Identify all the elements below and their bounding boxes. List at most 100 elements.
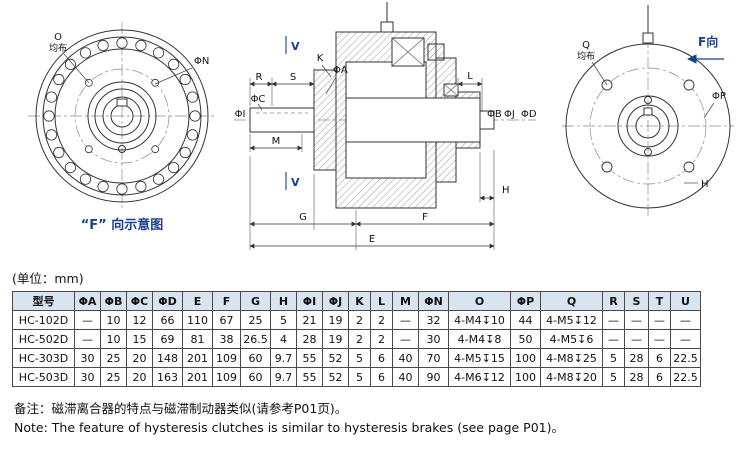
spec-cell: 9.7	[270, 348, 297, 368]
column-header: U	[670, 291, 701, 311]
spec-cell: 2	[348, 329, 371, 349]
spec-cell: 4-M4↧8	[448, 329, 511, 349]
spec-cell: 19	[322, 329, 349, 349]
keyway	[116, 98, 128, 107]
spec-cell: —	[74, 329, 101, 349]
front-flange-section	[313, 69, 337, 171]
label-f: F	[422, 212, 428, 223]
note-cn: 备注：磁滞离合器的特点与磁滞制动器类似(请参考P01页)。	[14, 401, 348, 416]
spec-cell: 52	[322, 348, 349, 368]
spec-cell: 90	[418, 367, 449, 387]
column-header: H	[270, 291, 297, 311]
lead-wire-terminal	[380, 21, 394, 33]
label-phi-b: ΦB	[487, 109, 502, 120]
column-header: ΦI	[296, 291, 323, 311]
leader-phi-n	[154, 67, 193, 85]
spec-cell: 5	[602, 367, 625, 387]
column-header: ΦP	[510, 291, 541, 311]
spec-cell: —	[648, 310, 671, 330]
spec-cell: 60	[240, 367, 271, 387]
column-header: R	[602, 291, 625, 311]
column-header: ΦD	[152, 291, 183, 311]
spec-cell: —	[74, 310, 101, 330]
spec-cell: 20	[126, 367, 153, 387]
spec-cell: 30	[418, 329, 449, 349]
label-k: K	[317, 53, 324, 64]
label-phi-i: ΦI	[235, 109, 246, 120]
spec-cell: 66	[152, 310, 183, 330]
label-s: S	[290, 72, 296, 83]
spec-cell: 12	[126, 310, 153, 330]
spec-cell: 32	[418, 310, 449, 330]
column-header: M	[392, 291, 419, 311]
spec-cell: 109	[212, 367, 241, 387]
spec-cell: 25	[240, 310, 271, 330]
spec-cell: 44	[510, 310, 541, 330]
label-g: G	[299, 212, 307, 223]
model-cell: HC-102D	[12, 310, 75, 330]
leader-q	[591, 61, 608, 86]
label-l: L	[467, 71, 473, 82]
spec-cell: 100	[510, 348, 541, 368]
spec-cell: —	[670, 310, 701, 330]
spec-cell: 22.5	[670, 367, 701, 387]
spec-cell: 15	[126, 329, 153, 349]
column-header: L	[370, 291, 393, 311]
spec-cell: 109	[212, 348, 241, 368]
spec-cell: 5	[348, 348, 371, 368]
spec-cell: 110	[182, 310, 213, 330]
spec-cell: —	[392, 310, 419, 330]
spec-cell: 28	[624, 367, 649, 387]
spec-cell: 100	[510, 367, 541, 387]
side-view: Q 均布 F向 ΦP H	[562, 5, 734, 216]
spec-cell: 4-M4↧10	[448, 310, 511, 330]
spec-cell: 25	[100, 348, 127, 368]
small-hole-top	[644, 96, 652, 104]
spec-cell: 6	[370, 348, 393, 368]
unit-label: (单位：mm)	[12, 271, 84, 286]
label-h: H	[701, 179, 709, 190]
label-r: R	[256, 72, 263, 83]
technical-drawing: O 均布 ΦN “F” 向示意图 V	[28, 2, 734, 250]
rotor	[345, 97, 481, 143]
column-header: ΦA	[74, 291, 101, 311]
spec-cell: 10	[100, 329, 127, 349]
spec-cell: 163	[152, 367, 183, 387]
label-q: Q	[582, 40, 590, 51]
spec-cell: 55	[296, 348, 323, 368]
spec-cell: 19	[322, 310, 349, 330]
spec-cell: 6	[648, 367, 671, 387]
spec-cell: —	[624, 310, 649, 330]
label-e: E	[369, 234, 375, 245]
spec-cell: 60	[240, 348, 271, 368]
column-header: G	[240, 291, 271, 311]
label-phi-j: ΦJ	[504, 109, 515, 120]
spec-cell: —	[602, 329, 625, 349]
column-header: 型号	[12, 291, 75, 311]
spec-cell: 9.7	[270, 367, 297, 387]
column-header: Q	[540, 291, 603, 311]
spec-cell: 201	[182, 367, 213, 387]
column-header: T	[648, 291, 671, 311]
label-phi-a: ΦA	[333, 65, 348, 76]
spec-cell: 21	[296, 310, 323, 330]
spec-cell: 6	[648, 348, 671, 368]
spec-cell: —	[392, 329, 419, 349]
label-v-top: V	[291, 40, 300, 53]
spec-cell: —	[670, 329, 701, 349]
column-header: F	[212, 291, 241, 311]
label-phi-n: ΦN	[194, 56, 209, 67]
spec-cell: 2	[370, 329, 393, 349]
spec-cell: 40	[392, 367, 419, 387]
spec-cell: 69	[152, 329, 183, 349]
column-header: ΦB	[100, 291, 127, 311]
spec-cell: 26.5	[240, 329, 271, 349]
label-v-bottom: V	[291, 176, 300, 189]
